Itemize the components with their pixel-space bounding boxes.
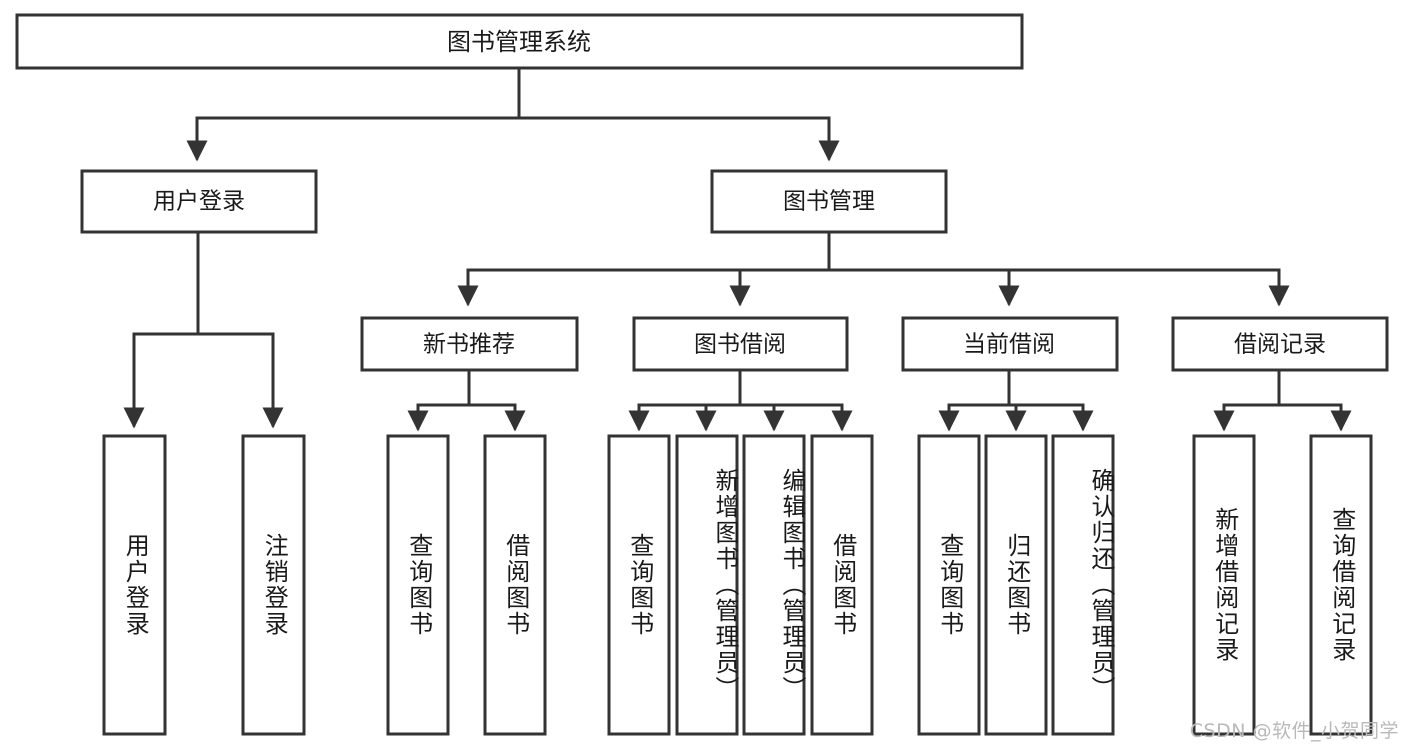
book-borrow-label: 图书借阅: [694, 332, 786, 358]
user-login-box-rect[interactable]: [80, 169, 318, 234]
connectors-borrowrecord-to-leaves: [1213, 368, 1352, 432]
leaf-query-book-3-box-rect[interactable]: [917, 434, 981, 736]
connectors-bookborrow-to-leaves: [628, 368, 853, 432]
connectors-userlogin-to-leaves: [123, 231, 284, 429]
leaf-add-record-box-rect[interactable]: [1192, 434, 1256, 736]
current-borrow-box-rect[interactable]: [901, 316, 1119, 372]
connectors-currentborrow-to-leaves: [938, 368, 1094, 432]
borrow-record-label: 借阅记录: [1234, 332, 1326, 358]
leaf-add-book-box-rect[interactable]: [675, 434, 739, 736]
root-box-rect[interactable]: [15, 13, 1024, 70]
current-borrow-label: 当前借阅: [963, 332, 1055, 358]
node-user-login[interactable]: 用户登录: [80, 169, 318, 234]
connectors-root-to-level1: [186, 66, 840, 162]
node-borrow-record[interactable]: 借阅记录: [1171, 316, 1389, 372]
leaf-return-book-box-rect[interactable]: [984, 434, 1048, 736]
book-management-box-rect[interactable]: [710, 169, 948, 234]
node-book-borrow[interactable]: 图书借阅: [632, 316, 849, 372]
leaf-boxes-group: [102, 434, 1373, 736]
borrow-record-box-rect[interactable]: [1171, 316, 1389, 372]
leaf-edit-book-box-rect[interactable]: [742, 434, 806, 736]
root-box-label: 图书管理系统: [447, 28, 591, 56]
leaf-query-record-box-rect[interactable]: [1309, 434, 1373, 736]
leaf-confirm-return-box-rect[interactable]: [1051, 434, 1115, 736]
user-login-label: 用户登录: [153, 189, 245, 215]
watermark-text: CSDN @软件_小贺同学: [1189, 720, 1399, 742]
leaf-user-login-box-rect[interactable]: [102, 434, 167, 736]
leaf-query-book-1-box-rect[interactable]: [386, 434, 450, 736]
connectors-newbook-to-leaves: [407, 368, 526, 432]
new-book-recommend-box-rect[interactable]: [360, 316, 579, 372]
book-management-label: 图书管理: [783, 189, 875, 215]
node-current-borrow[interactable]: 当前借阅: [901, 316, 1119, 372]
leaf-logout-box-rect[interactable]: [241, 434, 306, 736]
connectors-bookmgmt-to-level2: [457, 231, 1290, 307]
node-new-book-recommend[interactable]: 新书推荐: [360, 316, 579, 372]
leaf-borrow-book-1-box-rect[interactable]: [483, 434, 547, 736]
node-book-management[interactable]: 图书管理: [710, 169, 948, 234]
node-root-book-management-system[interactable]: 图书管理系统: [15, 13, 1024, 70]
leaf-borrow-book-2-box-rect[interactable]: [810, 434, 874, 736]
new-book-recommend-label: 新书推荐: [423, 332, 515, 358]
book-borrow-box-rect[interactable]: [632, 316, 849, 372]
leaf-query-book-2-box-rect[interactable]: [607, 434, 671, 736]
